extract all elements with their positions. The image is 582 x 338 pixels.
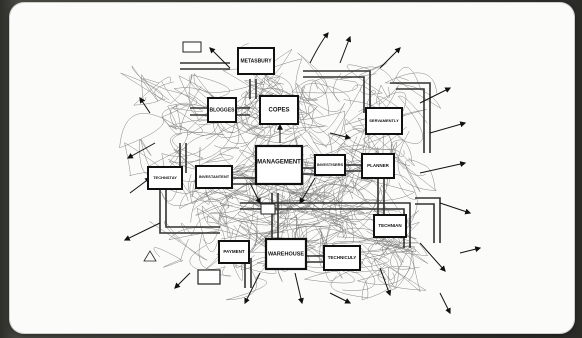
node-label: SERVAMENTLY	[369, 118, 399, 123]
node-label: BLOGGES	[209, 107, 235, 113]
device-icon	[183, 42, 201, 52]
scribble-stroke	[377, 85, 399, 111]
node-label: PAYMENT	[223, 249, 245, 254]
diagram-card: METASBURY BLOGGES COPES SERVAMENTLY TECH…	[10, 3, 574, 333]
node-label: PLANNER	[367, 163, 390, 168]
node-label: TECHNICULY	[328, 255, 357, 260]
node-label: INVESTANTENT	[199, 174, 230, 179]
node-investantent: INVESTANTENT	[196, 166, 232, 188]
node-label: MANAGEMENT	[257, 160, 301, 166]
node-label: COPES	[268, 108, 289, 114]
node-payment: PAYMENT	[219, 241, 249, 263]
scribble-stroke	[163, 103, 189, 134]
device-icon	[198, 270, 220, 284]
node-servamently: SERVAMENTLY	[366, 108, 402, 134]
node-label: WAREHOUSE	[268, 251, 304, 257]
node-management: MANAGEMENT	[256, 146, 302, 184]
node-investisers: INVESTISERS	[315, 155, 345, 175]
node-warehouse: WAREHOUSE	[266, 239, 306, 269]
node-blogges: BLOGGES	[208, 98, 236, 122]
node-techniculy: TECHNICULY	[324, 246, 360, 270]
flow-diagram: METASBURY BLOGGES COPES SERVAMENTLY TECH…	[10, 3, 574, 333]
triangle-icon	[144, 251, 156, 261]
node-label: METASBURY	[240, 58, 272, 64]
node-technian: TECHNIAN	[374, 215, 406, 237]
scribble-stroke	[180, 192, 233, 223]
node-label: TECHNSTAY	[153, 175, 177, 180]
node-label: INVESTISERS	[317, 162, 344, 167]
scribble-stroke	[296, 83, 344, 132]
node-technstay: TECHNSTAY	[148, 167, 182, 189]
scribble-stroke	[287, 192, 353, 244]
scribble-stroke	[369, 244, 415, 256]
scribble-stroke	[290, 180, 347, 220]
scribble-stroke	[289, 193, 364, 222]
device-icon	[261, 204, 275, 214]
node-copes: COPES	[260, 96, 298, 124]
node-metasbury: METASBURY	[238, 48, 274, 74]
node-planner: PLANNER	[362, 154, 394, 178]
scribble-stroke	[385, 73, 441, 109]
node-label: TECHNIAN	[378, 223, 401, 228]
